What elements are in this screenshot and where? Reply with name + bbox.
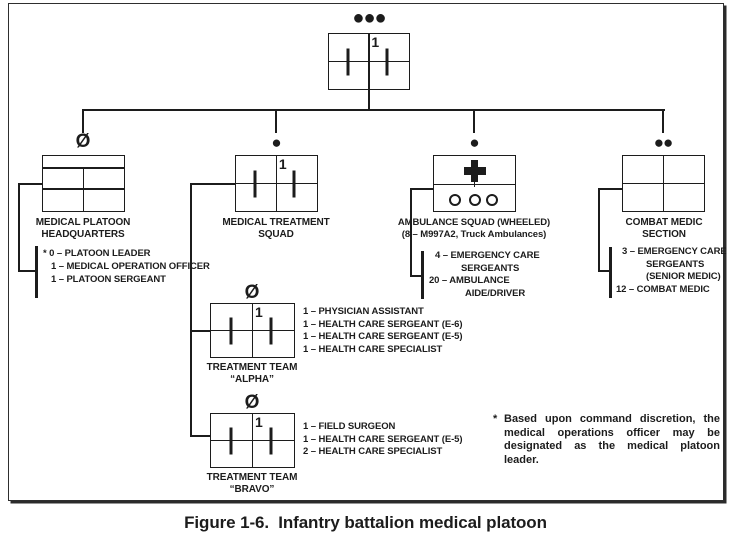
connector-line <box>410 275 422 277</box>
connector-line <box>190 183 235 185</box>
footnote-text: Based upon command discretion, the medic… <box>504 413 720 466</box>
unit-box-medical-platoon: 1 <box>328 33 410 90</box>
tick-mark-icon <box>269 427 273 454</box>
unit-box-treatment-team-bravo: 1 <box>210 413 295 468</box>
personnel-list-combat-medic: 3 – EMERGENCY CARE SERGEANTS (SENIOR MED… <box>616 246 727 295</box>
connector-line <box>18 183 42 185</box>
list-bracket <box>421 251 424 299</box>
unit-name-ambulance-squad: AMBULANCE SQUAD (WHEELED) (8 – M997A2, T… <box>397 217 551 240</box>
personnel-list-ambulance-squad: 4 – EMERGENCY CARE SERGEANTS 20 – AMBULA… <box>429 250 540 299</box>
connector-line <box>190 183 192 437</box>
list-bracket <box>35 246 38 298</box>
connector-line <box>190 435 210 437</box>
personnel-list-hq: * 0 – PLATOON LEADER 1 – MEDICAL OPERATI… <box>43 248 210 285</box>
connector-line <box>662 109 664 133</box>
box-divider <box>623 182 704 185</box>
connector-line <box>598 188 600 272</box>
box-divider <box>82 168 85 211</box>
unit-box-medical-treatment-squad: 1 <box>235 155 318 212</box>
unit-box-ambulance-squad <box>433 155 516 212</box>
cross-stem <box>473 181 476 187</box>
connector-line <box>190 330 210 332</box>
unit-box-combat-medic-section <box>622 155 705 212</box>
unit-box-medical-platoon-hq <box>42 155 125 212</box>
section-indicator-icon: ●● <box>653 133 674 152</box>
tick-mark-icon <box>292 170 296 197</box>
wheel-icon <box>468 194 481 206</box>
team-indicator-icon: Ø <box>244 282 260 303</box>
unit-box-treatment-team-alpha: 1 <box>210 303 295 358</box>
box-divider <box>329 60 409 63</box>
connector-line <box>82 109 84 133</box>
connector-line <box>83 109 665 111</box>
squad-indicator-icon: ● <box>271 133 281 152</box>
tick-mark-icon <box>229 317 233 344</box>
tick-mark-icon <box>346 48 350 75</box>
tick-mark-icon <box>385 48 389 75</box>
connector-line <box>473 109 475 133</box>
connector-line <box>410 188 412 277</box>
unit-name-medical-treatment-squad: MEDICAL TREATMENT SQUAD <box>222 217 330 240</box>
figure-caption: Figure 1-6. Infantry battalion medical p… <box>184 513 547 532</box>
connector-line <box>275 109 277 133</box>
team-indicator-icon: Ø <box>75 131 91 152</box>
unit-name-medical-platoon-hq: MEDICAL PLATOON HEADQUARTERS <box>35 217 131 240</box>
personnel-list-team-bravo: 1 – FIELD SURGEON 1 – HEALTH CARE SERGEA… <box>303 421 463 457</box>
box-divider <box>211 439 294 442</box>
tick-mark-icon <box>229 427 233 454</box>
connector-line <box>598 270 610 272</box>
footnote-marker: * <box>493 413 498 425</box>
squad-indicator-icon: ● <box>469 133 479 152</box>
wheel-icon <box>449 194 462 206</box>
tick-mark-icon <box>253 170 257 197</box>
connector-line <box>598 188 622 190</box>
tick-mark-icon <box>269 317 273 344</box>
connector-line <box>368 90 370 110</box>
personnel-list-team-alpha: 1 – PHYSICIAN ASSISTANT 1 – HEALTH CARE … <box>303 306 463 355</box>
box-divider <box>211 329 294 332</box>
team-indicator-icon: Ø <box>244 392 260 413</box>
unit-name-combat-medic-section: COMBAT MEDIC SECTION <box>625 217 703 240</box>
unit-quantity: 1 <box>278 156 287 172</box>
box-divider <box>236 182 317 185</box>
connector-line <box>18 270 36 272</box>
medical-cross-icon <box>463 160 486 182</box>
list-bracket <box>609 247 612 298</box>
unit-quantity: 1 <box>254 304 263 320</box>
unit-name-treatment-team-alpha: TREATMENT TEAM “ALPHA” <box>206 362 298 385</box>
unit-name-treatment-team-bravo: TREATMENT TEAM “BRAVO” <box>206 472 298 495</box>
wheel-icon <box>486 194 499 206</box>
unit-quantity: 1 <box>371 34 380 50</box>
connector-line <box>18 183 20 272</box>
connector-line <box>410 188 433 190</box>
unit-quantity: 1 <box>254 414 263 430</box>
platoon-indicator-icon: ●●● <box>352 7 386 29</box>
